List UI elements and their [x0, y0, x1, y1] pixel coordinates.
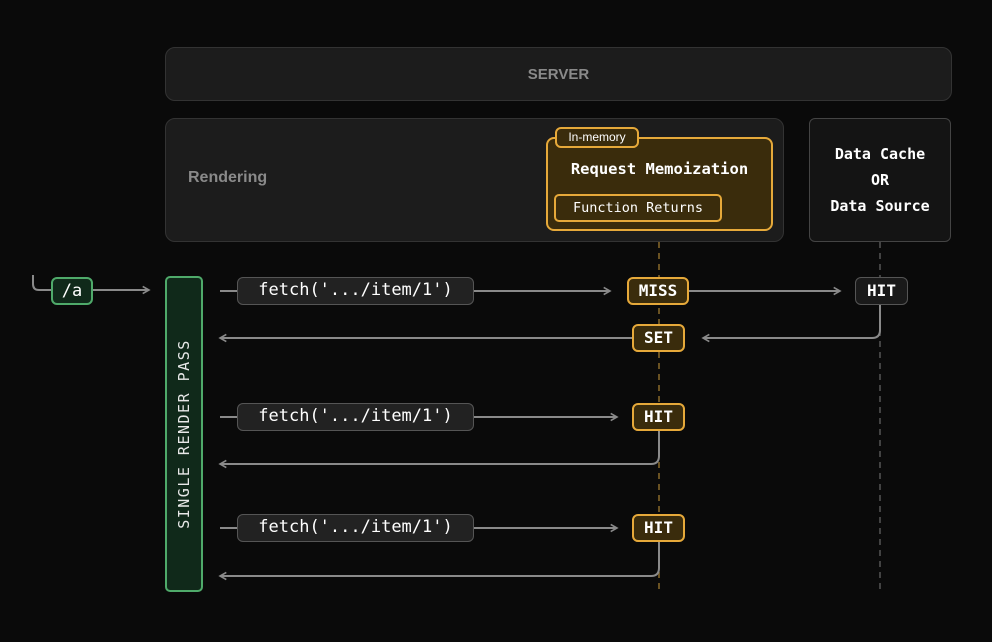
- data-source-label: Data Source: [830, 197, 930, 215]
- route-entry-wire: [32, 275, 51, 291]
- memo-set-1: SET: [632, 324, 685, 352]
- rendering-label: Rendering: [188, 169, 268, 186]
- fetch-call-3: fetch('.../item/1'): [237, 514, 474, 542]
- data-cache-box: Data Cache OR Data Source: [809, 118, 951, 242]
- memo-status-3: HIT: [632, 514, 685, 542]
- in-memory-badge: In-memory: [555, 127, 639, 148]
- single-render-pass-label: SINGLE RENDER PASS: [175, 339, 193, 529]
- data-cache-label: Data Cache: [834, 145, 926, 163]
- fetch-call-1: fetch('.../item/1'): [237, 277, 474, 305]
- data-cache-or-label: OR: [870, 171, 890, 189]
- function-returns-box: Function Returns: [554, 194, 722, 222]
- memo-status-2: HIT: [632, 403, 685, 431]
- hit-2-return-arrow: [218, 431, 660, 469]
- fetch-call-2: fetch('.../item/1'): [237, 403, 474, 431]
- hit-3-return-arrow: [218, 542, 660, 581]
- single-render-pass-bar: [165, 276, 203, 592]
- cache-to-set-arrow: [701, 305, 881, 343]
- server-label: SERVER: [527, 65, 590, 83]
- request-memoization-title: Request Memoization: [570, 160, 749, 178]
- cache-status-1: HIT: [855, 277, 908, 305]
- memo-status-1: MISS: [627, 277, 689, 305]
- route-badge: /a: [51, 277, 93, 305]
- server-container: SERVER: [165, 47, 952, 101]
